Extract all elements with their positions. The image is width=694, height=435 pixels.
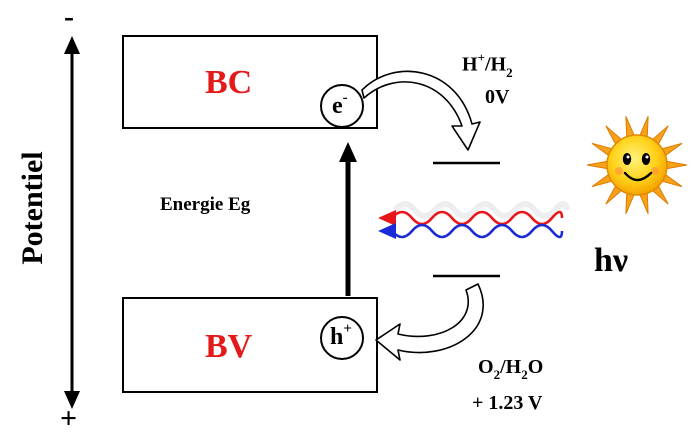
hole-symbol: h	[330, 324, 343, 350]
blue-wave	[392, 225, 562, 237]
oxidation-potential: + 1.23 V	[472, 393, 542, 413]
hole-label: h+	[330, 324, 352, 349]
light-label: hν	[594, 244, 628, 278]
red-wave-head	[378, 210, 396, 226]
axis-label: Potentiel	[18, 151, 48, 264]
band-gap-label: Energie Eg	[160, 195, 250, 214]
axis-minus-sign: -	[64, 2, 74, 32]
hole-transfer-arrow	[376, 284, 483, 360]
conduction-band-label: BC	[205, 66, 252, 100]
oxidation-couple-line1: O2/H2O	[478, 357, 543, 380]
electron-symbol: e	[332, 93, 343, 119]
electron-label: e-	[332, 93, 348, 118]
hole-charge: +	[343, 321, 352, 337]
light-waves	[378, 204, 567, 239]
blue-wave-head	[378, 223, 396, 239]
electron-transfer-arrow	[362, 71, 480, 150]
reduction-potential: 0V	[485, 87, 509, 107]
sun-icon	[587, 116, 687, 213]
reduction-couple-line1: H+/H2	[462, 52, 513, 78]
valence-band-label: BV	[205, 330, 252, 364]
electron-charge: -	[343, 90, 348, 106]
excitation-arrow	[339, 142, 357, 296]
potential-axis-arrow	[64, 36, 80, 409]
